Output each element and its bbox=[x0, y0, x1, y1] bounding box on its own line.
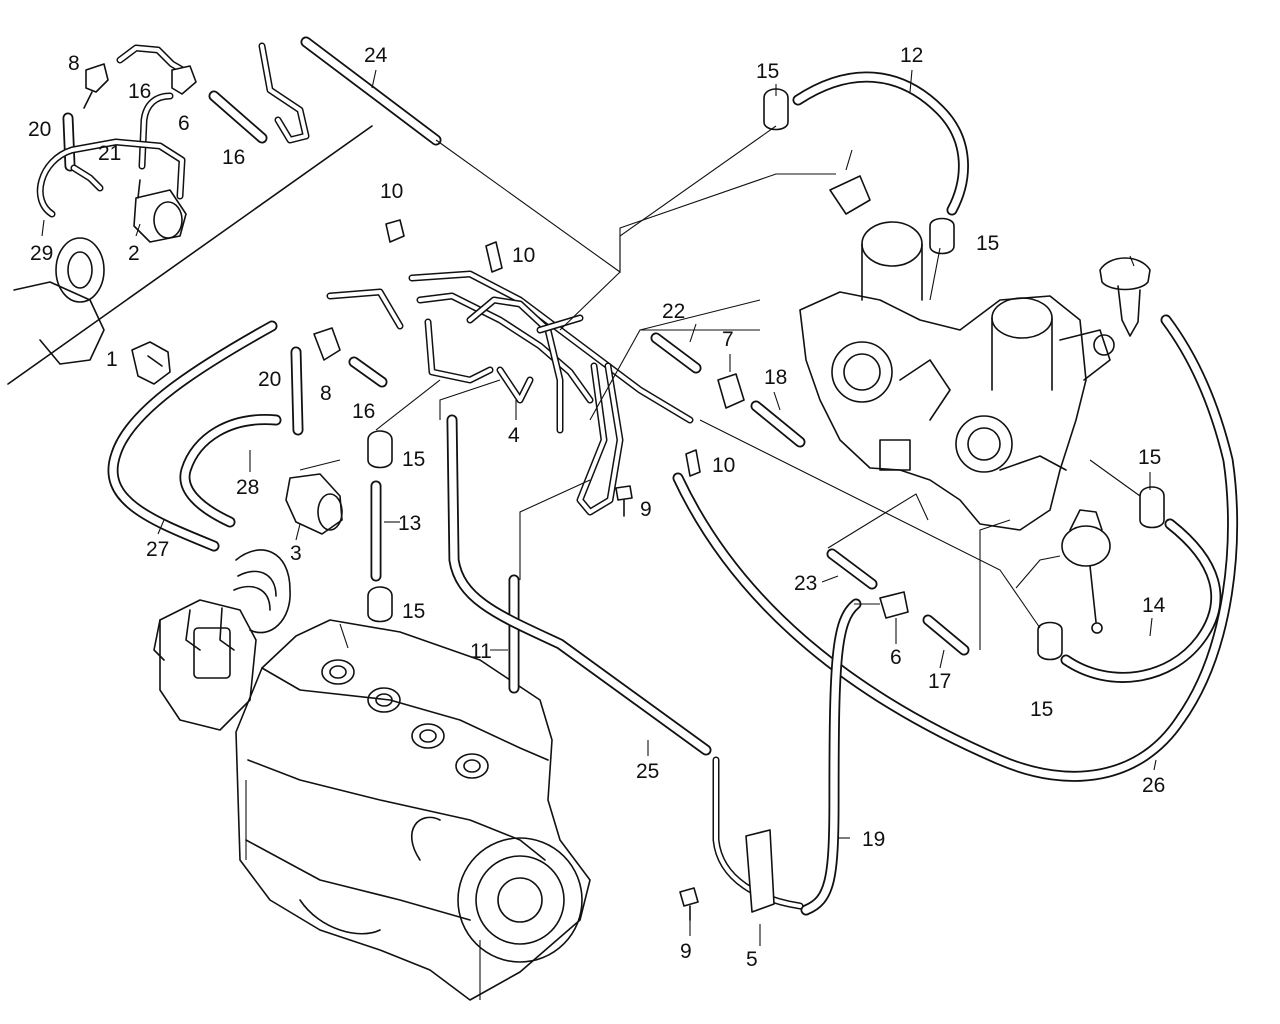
inset-divider-line bbox=[7, 125, 373, 385]
joint-6-low bbox=[879, 591, 909, 619]
callout-1: 1 bbox=[106, 348, 118, 371]
callout-7: 7 bbox=[722, 328, 734, 351]
tube-set-inset bbox=[36, 42, 310, 218]
clamp-15-tr-b bbox=[929, 217, 955, 255]
callout-16-top-a: 16 bbox=[128, 80, 151, 103]
callout-14: 14 bbox=[1142, 594, 1166, 617]
callout-10-c: 10 bbox=[712, 454, 735, 477]
clip-1 bbox=[131, 341, 171, 385]
callout-15-tr-a: 15 bbox=[756, 60, 779, 83]
tube-harness-4 bbox=[326, 270, 694, 516]
callout-15-mid-b: 15 bbox=[402, 600, 425, 623]
callout-15-tr-b: 15 bbox=[976, 232, 999, 255]
callout-9-low: 9 bbox=[680, 940, 692, 963]
callout-23: 23 bbox=[794, 572, 817, 595]
callout-16-top-b: 16 bbox=[222, 146, 245, 169]
engine-block bbox=[153, 549, 591, 1001]
cap-10-a bbox=[385, 219, 405, 243]
hose-25 bbox=[446, 414, 712, 756]
callout-labels: 8 16 6 20 21 16 29 2 24 1 10 10 20 8 16 … bbox=[28, 44, 1166, 971]
connector-7 bbox=[717, 373, 745, 409]
hose-28 bbox=[179, 414, 282, 528]
clamp-15-right-b bbox=[1037, 621, 1063, 661]
bolt-9-low bbox=[679, 887, 699, 921]
sensor-2 bbox=[133, 179, 187, 243]
clamp-15-right-a bbox=[1139, 486, 1165, 529]
sensor-3 bbox=[285, 473, 343, 535]
callout-15-right-a: 15 bbox=[1138, 446, 1161, 469]
hose-19 bbox=[800, 598, 862, 916]
hose-24 bbox=[300, 36, 442, 146]
callout-ticks bbox=[41, 69, 1157, 946]
callout-9-mid: 9 bbox=[640, 498, 652, 521]
callout-16-mid: 16 bbox=[352, 400, 375, 423]
callout-15-mid-a: 15 bbox=[402, 448, 425, 471]
hose-12 bbox=[792, 71, 969, 216]
callout-6-low: 6 bbox=[890, 646, 902, 669]
clamp-15-mid-a bbox=[367, 430, 393, 469]
callout-19: 19 bbox=[862, 828, 885, 851]
callout-5: 5 bbox=[746, 948, 758, 971]
callout-28: 28 bbox=[236, 476, 259, 499]
callout-15-right-b: 15 bbox=[1030, 698, 1053, 721]
callout-11: 11 bbox=[470, 640, 492, 663]
callout-29: 29 bbox=[30, 242, 53, 265]
callout-12: 12 bbox=[900, 44, 923, 67]
tube-bracket-5 bbox=[712, 756, 804, 913]
bolt-9-mid bbox=[615, 485, 633, 517]
callout-22: 22 bbox=[662, 300, 685, 323]
hose-27 bbox=[107, 320, 278, 552]
callout-20-mid: 20 bbox=[258, 368, 281, 391]
joint-6-top bbox=[171, 65, 197, 95]
callout-13: 13 bbox=[398, 512, 421, 535]
callout-2: 2 bbox=[128, 242, 140, 265]
callout-20-top: 20 bbox=[28, 118, 51, 141]
callout-10-b: 10 bbox=[512, 244, 535, 267]
callout-6-top: 6 bbox=[178, 112, 190, 135]
throttle-body-assembly bbox=[799, 149, 1151, 634]
callout-3: 3 bbox=[290, 542, 302, 565]
callout-27: 27 bbox=[146, 538, 169, 561]
hose-26 bbox=[672, 314, 1239, 782]
callout-4: 4 bbox=[508, 424, 520, 447]
connector-8-mid bbox=[313, 327, 341, 361]
callout-8-top: 8 bbox=[68, 52, 80, 75]
callout-10-a: 10 bbox=[380, 180, 403, 203]
callout-26: 26 bbox=[1142, 774, 1165, 797]
hose-14 bbox=[1060, 518, 1222, 683]
callout-25: 25 bbox=[636, 760, 659, 783]
callout-24: 24 bbox=[364, 44, 388, 67]
leader-lines bbox=[299, 125, 1141, 650]
callout-18: 18 bbox=[764, 366, 787, 389]
clamp-15-mid-b bbox=[367, 586, 393, 623]
hose-short-set bbox=[62, 90, 970, 656]
engine-detail-inset bbox=[13, 237, 105, 365]
connector-8-top bbox=[83, 63, 109, 109]
callout-21: 21 bbox=[98, 142, 121, 165]
callout-17: 17 bbox=[928, 670, 951, 693]
callout-8-mid: 8 bbox=[320, 382, 332, 405]
cap-10-b bbox=[485, 241, 503, 273]
clamp-15-tr-a bbox=[763, 88, 789, 131]
cap-10-c bbox=[685, 449, 701, 477]
